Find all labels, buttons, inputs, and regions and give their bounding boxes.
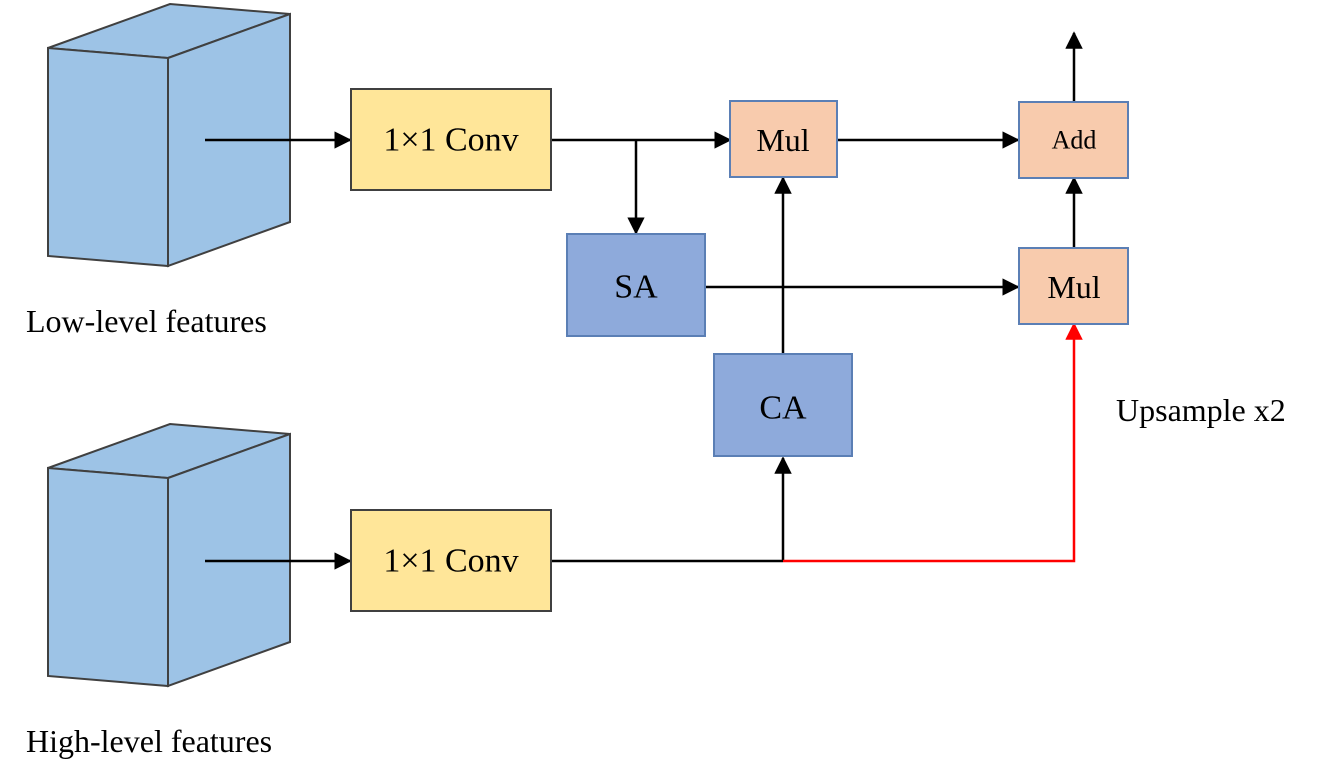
low-level-features-caption: Low-level features: [26, 303, 267, 339]
mul-top-node: Mul: [729, 100, 838, 178]
mul-bottom-node: Mul: [1018, 247, 1129, 325]
upsample-caption: Upsample x2: [1116, 392, 1286, 428]
high-level-features-caption: High-level features: [26, 723, 273, 759]
mul-top-label: Mul: [756, 122, 809, 158]
conv-low-node: 1×1 Conv: [350, 88, 552, 191]
upsample-arrow: [783, 322, 1083, 563]
sa-label: SA: [614, 269, 658, 306]
conv-high-node: 1×1 Conv: [350, 509, 552, 612]
low-level-feature-cube: [47, 2, 291, 268]
sa-node: SA: [566, 233, 706, 337]
mul-bottom-label: Mul: [1047, 269, 1100, 305]
add-label: Add: [1052, 126, 1097, 155]
high-level-feature-cube: [47, 422, 291, 688]
ca-node: CA: [713, 353, 853, 457]
low-cube-front-face: [47, 46, 169, 268]
high-cube-front-face: [47, 466, 169, 688]
conv-high-label: 1×1 Conv: [383, 543, 518, 580]
ca-label: CA: [759, 390, 807, 427]
connectors: [205, 31, 1083, 570]
conv-low-label: 1×1 Conv: [383, 122, 518, 159]
add-node: Add: [1018, 101, 1129, 179]
